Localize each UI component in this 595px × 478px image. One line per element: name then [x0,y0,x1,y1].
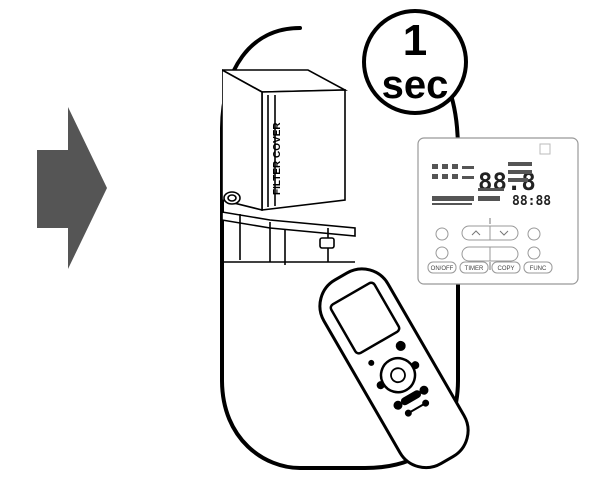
badge-number: 1 [403,16,427,65]
filter-cover-label: FILTER COVER [272,122,283,195]
controller-label-row: ON/OFF TIMER COPY FUNC [427,261,553,274]
badge-unit: sec [382,63,449,107]
timer-badge: 1 sec [362,9,468,115]
wall-controller: 88.8 88:88 [417,137,579,285]
timer-button-label: TIMER [465,266,484,272]
controller-buttons [435,225,541,262]
right-arrow-icon [37,107,107,269]
onoff-button-label: ON/OFF [431,266,454,272]
controller-clock-digits: 88:88 [512,194,551,209]
copy-button-label: COPY [497,266,514,272]
controller-display: 88.8 88:88 [430,160,558,209]
func-button-label: FUNC [530,266,547,272]
handheld-remote [318,267,470,470]
indoor-unit: FILTER COVER [222,69,356,265]
